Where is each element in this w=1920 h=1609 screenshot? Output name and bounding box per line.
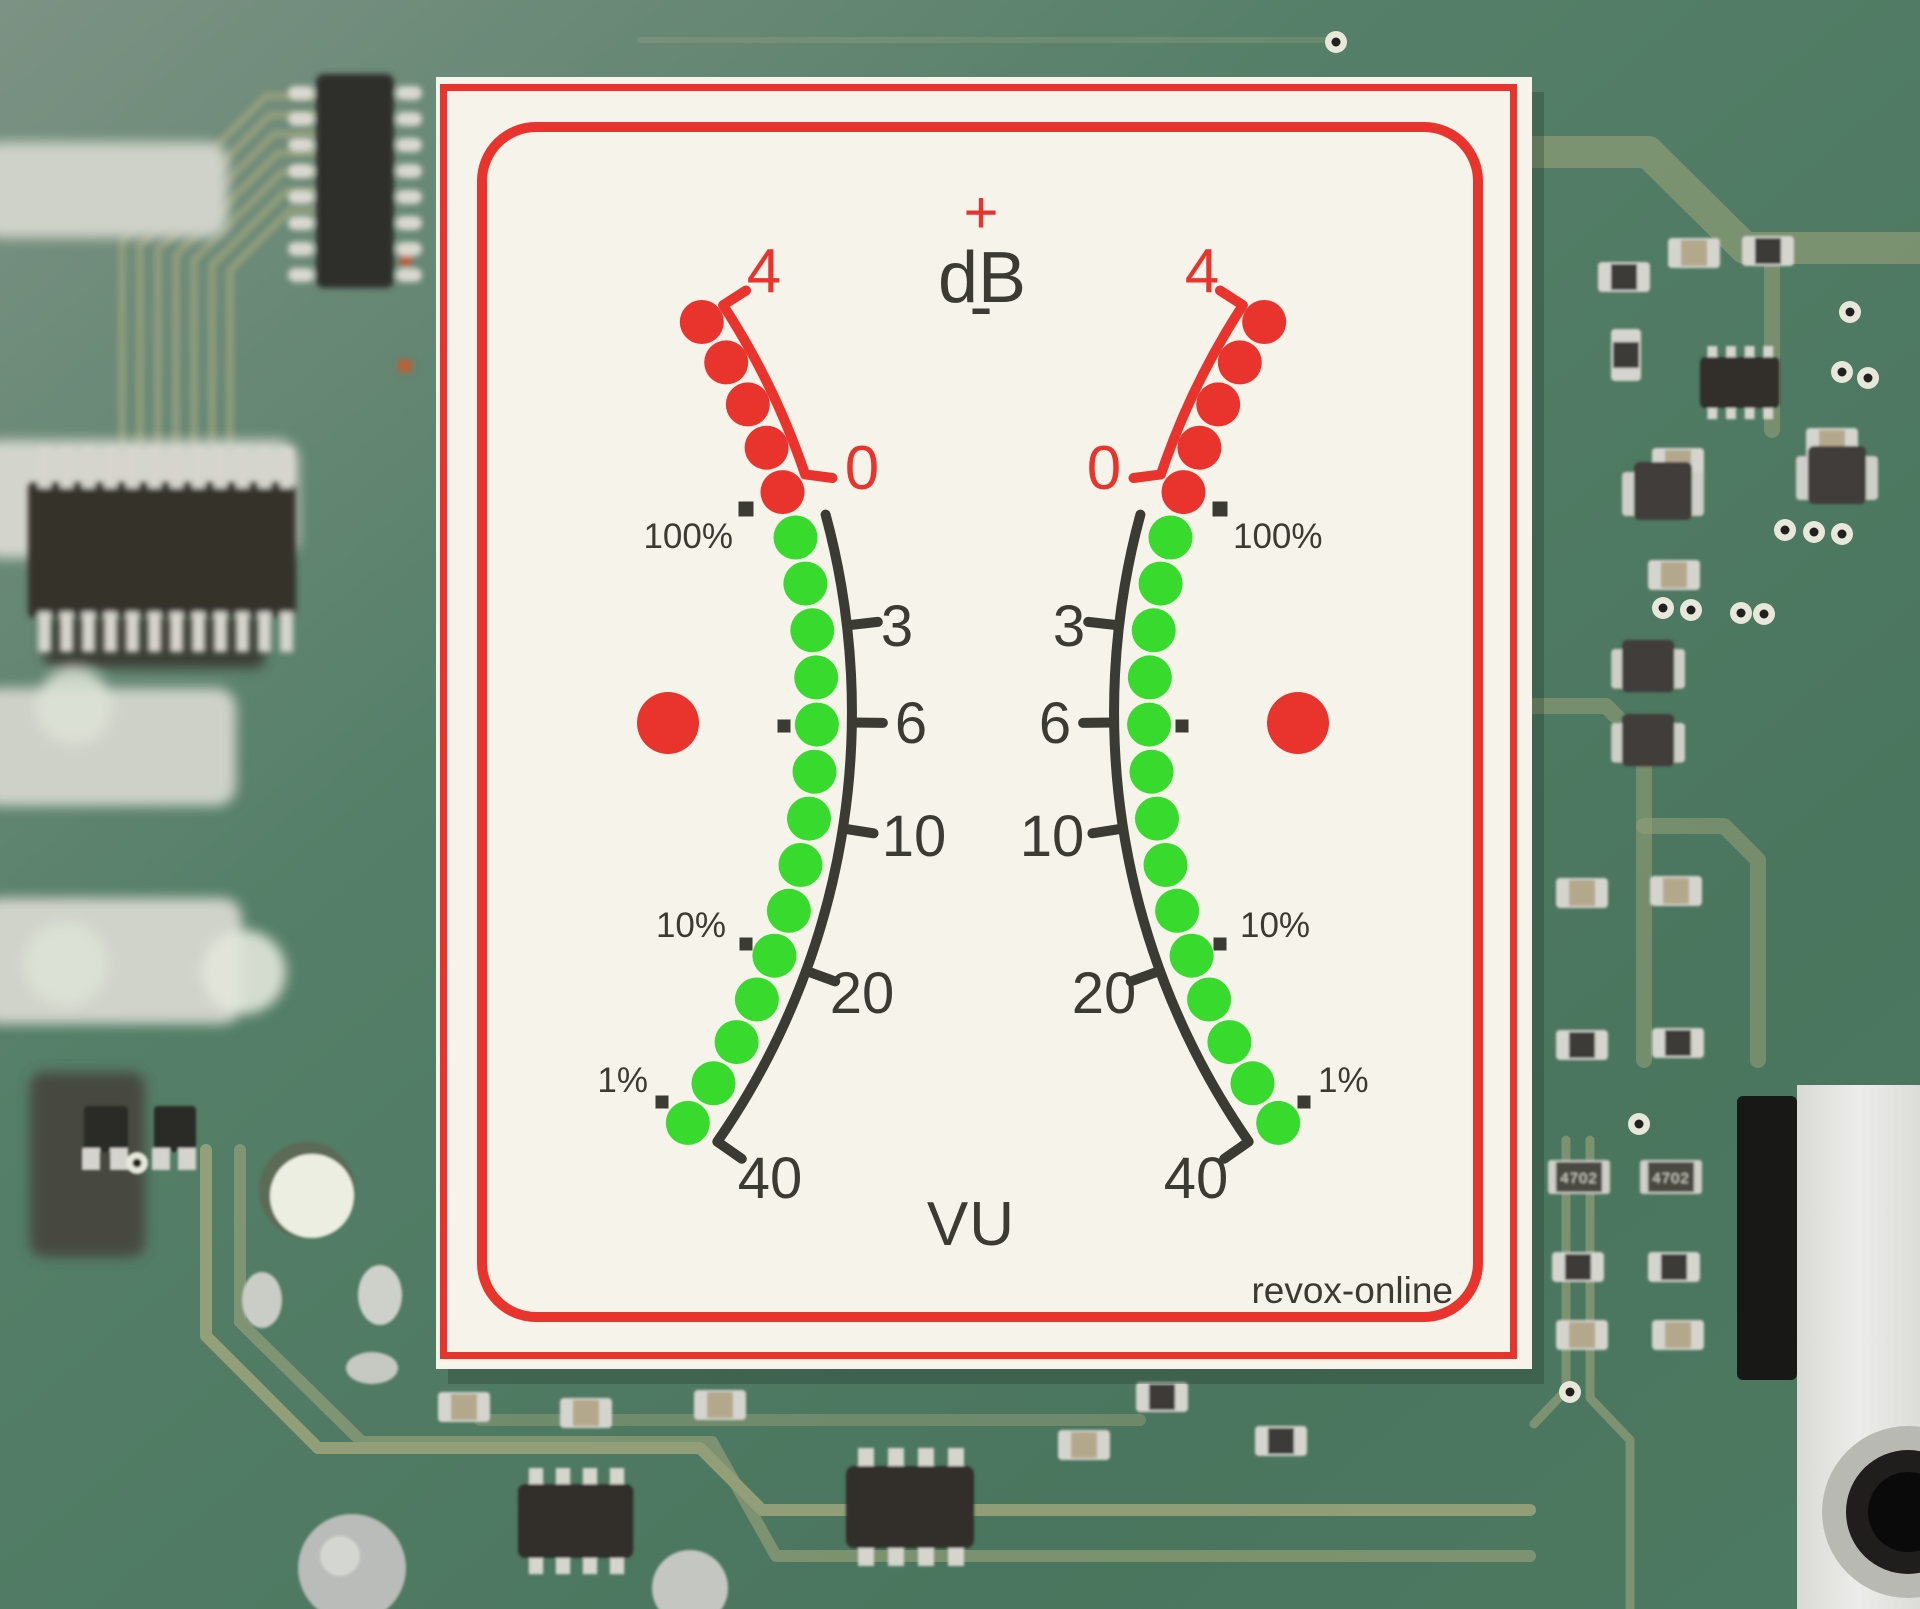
red-led [760, 470, 805, 515]
db-plus-sign: + [963, 179, 998, 246]
vu-scale-panel: + dB - 4 0 3 6 10 20 40 100% 10% 1% 4 0 … [436, 77, 1544, 1384]
pcb-right-components: 4702 4702 [1548, 236, 1878, 1350]
pcb-bottom-components [438, 1382, 1307, 1609]
green-led [787, 796, 831, 841]
green-led [783, 561, 828, 606]
vu-label: VU [927, 1190, 1015, 1259]
watermark-text: revox-online [1251, 1270, 1453, 1311]
green-led [792, 749, 837, 794]
tick-20 [801, 965, 841, 987]
left-over-label: 4 [747, 237, 781, 306]
red-led [679, 300, 724, 344]
right-over-label: 4 [1185, 237, 1219, 306]
db-minus-sign: - [969, 267, 992, 345]
marker-100pct [738, 501, 754, 517]
tick-10 [837, 823, 879, 839]
left-20-label: 20 [830, 961, 895, 1026]
marker-1pct [655, 1095, 669, 1109]
led-chain [665, 300, 839, 1145]
left-3-label: 3 [881, 594, 913, 659]
pcb-ic-top-left [288, 74, 422, 372]
right-10pct-label: 10% [1240, 906, 1310, 945]
right-6-label: 6 [1039, 691, 1071, 756]
left-6-label: 6 [895, 691, 927, 756]
green-led [691, 1061, 736, 1106]
marker-10pct [739, 937, 753, 951]
red-led [704, 340, 749, 385]
big-red-indicator [637, 692, 699, 754]
green-led [714, 1020, 759, 1065]
green-led [794, 702, 839, 747]
tick-3 [842, 616, 883, 631]
right-100pct-label: 100% [1233, 517, 1323, 556]
right-zero-label: 0 [1087, 434, 1121, 503]
right-20-label: 20 [1072, 961, 1137, 1026]
green-led [766, 888, 811, 933]
left-10-label: 10 [882, 804, 947, 869]
inner-red-border [477, 122, 1483, 1322]
green-led [773, 515, 818, 560]
right-10-label: 10 [1020, 804, 1085, 869]
left-1pct-label: 1% [597, 1061, 648, 1100]
green-led [778, 843, 823, 887]
left-10pct-label: 10% [656, 906, 726, 945]
meter-graphics-left [637, 285, 888, 1164]
pcb-ic-left-middle [28, 448, 296, 652]
panel-paper [436, 77, 1532, 1369]
green-led [734, 977, 779, 1022]
green-led [665, 1100, 710, 1145]
red-led [725, 382, 770, 427]
black-scale-arc [712, 509, 857, 1164]
red-led [744, 425, 789, 470]
chip-label: 4702 [1560, 1170, 1597, 1187]
marker-6db [777, 719, 791, 733]
green-led [752, 933, 797, 978]
left-100pct-label: 100% [643, 517, 733, 556]
pcb-bottom-left [82, 1106, 406, 1609]
right-3-label: 3 [1053, 594, 1085, 659]
pcb-chip-4702-a: 4702 [1548, 1160, 1610, 1194]
chip-label: 4702 [1652, 1170, 1689, 1187]
green-led [794, 655, 839, 700]
pcb-metal-corner [1737, 1085, 1920, 1609]
right-40-label: 40 [1164, 1146, 1229, 1211]
pcb-chip-4702-b: 4702 [1640, 1160, 1702, 1194]
red-overload-arc [718, 285, 838, 483]
db-unit-label: dB [938, 238, 1026, 318]
left-40-label: 40 [738, 1146, 803, 1211]
green-led [790, 608, 835, 653]
outer-red-border [440, 84, 1517, 1359]
right-1pct-label: 1% [1318, 1061, 1369, 1100]
left-zero-label: 0 [845, 434, 879, 503]
